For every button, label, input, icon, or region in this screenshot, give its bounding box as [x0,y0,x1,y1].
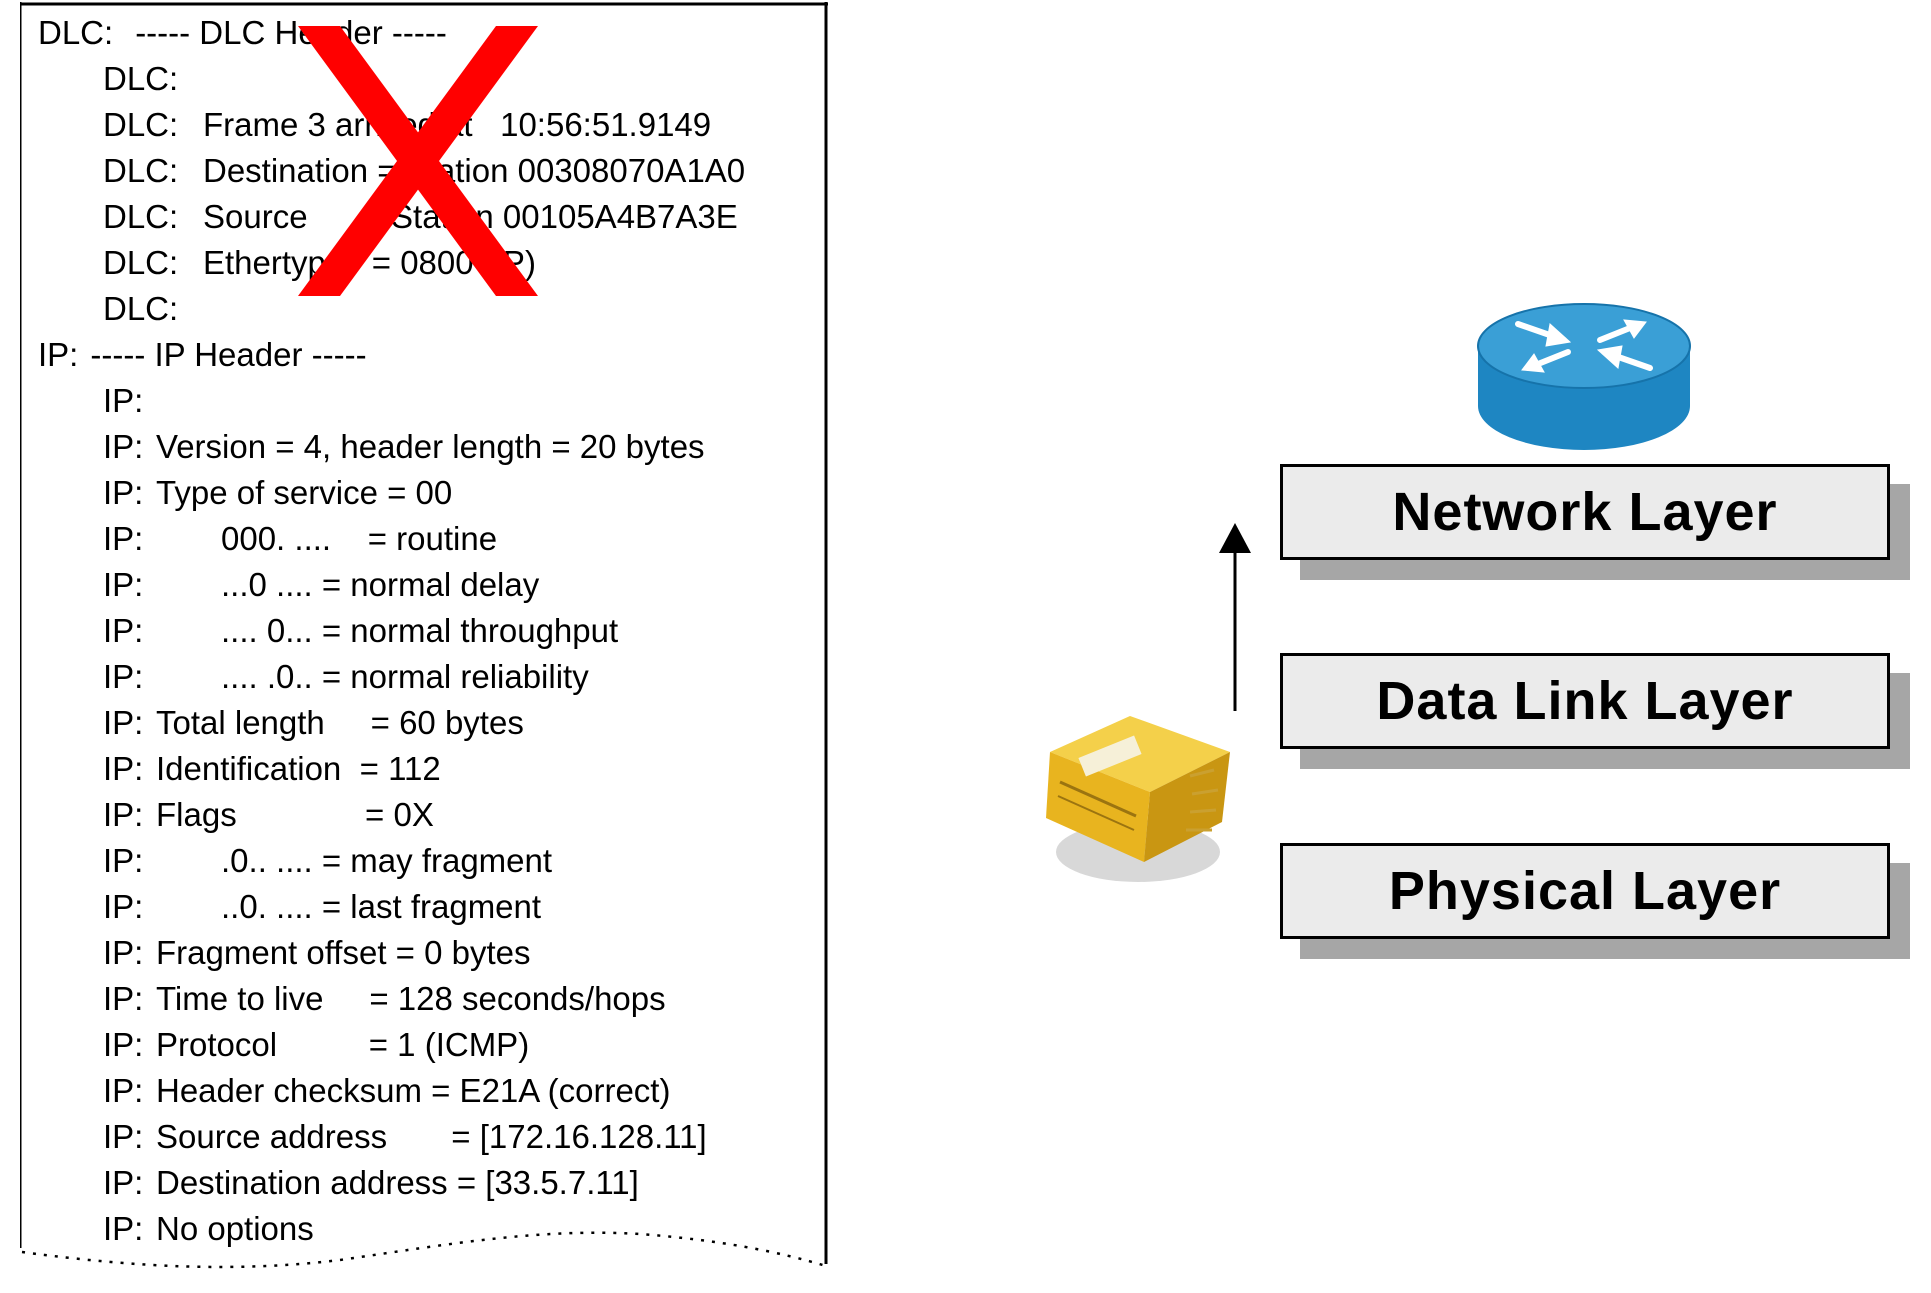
decode-line-tag: IP: [103,658,144,695]
decode-line-text: Source address = [172.16.128.11] [156,1118,707,1155]
decode-line: IP: .0.. .... = may fragment [103,838,745,884]
decode-line-text: 000. .... = routine [221,520,498,557]
decode-line: DLC: [103,56,745,102]
decode-line-tag: IP: [103,1072,144,1109]
decode-line-tag: IP: [103,474,144,511]
decode-line-text: Version = 4, header length = 20 bytes [156,428,705,465]
layer-face: Data Link Layer [1280,653,1890,749]
network-layer-box: Network Layer [1280,464,1910,580]
decode-line-tag: DLC: [103,152,179,189]
decode-line: IP: Fragment offset = 0 bytes [103,930,745,976]
decode-line-tag: IP: [103,750,144,787]
decode-line-tag: IP: [103,934,144,971]
network-layer-label: Network Layer [1392,482,1778,542]
decode-lines: DLC:----- DLC Header -----DLC:DLC:Frame … [20,10,745,1252]
decode-line-text: ..0. .... = last fragment [221,888,542,925]
decode-line: IP: Version = 4, header length = 20 bytes [103,424,745,470]
decode-line-tag: IP: [103,796,144,833]
decode-line-text: Identification = 112 [156,750,441,787]
decode-line-tag: IP: [103,1118,144,1155]
decode-line-tag: IP: [103,566,144,603]
decode-line: IP: ----- IP Header ----- [38,332,680,378]
decode-line-text: Time to live = 128 seconds/hops [156,980,666,1017]
decode-line: IP: .... .0.. = normal reliability [103,654,745,700]
decode-line: IP: Source address = [172.16.128.11] [103,1114,745,1160]
physical-layer-box: Physical Layer [1280,843,1910,959]
decode-line: IP: Identification = 112 [103,746,745,792]
decode-line-text: Flags = 0X [156,796,434,833]
decode-line-tag: IP: [103,1164,144,1201]
up-arrow-icon [1219,523,1251,711]
decode-line-tag: IP: [103,428,144,465]
decode-line-text: No options [156,1210,314,1247]
decode-line-text: Total length = 60 bytes [156,704,524,741]
router-icon [1477,303,1691,450]
decode-line-tag: IP: [103,842,144,879]
decode-line: IP: ...0 .... = normal delay [103,562,745,608]
decode-line-text: Header checksum = E21A (correct) [156,1072,671,1109]
decode-line-tag: DLC: [103,106,179,143]
decode-line-tag: DLC: [103,198,179,235]
crossed-out-x-icon [298,26,538,296]
decode-frame [20,2,828,1269]
decode-line: IP: Time to live = 128 seconds/hops [103,976,745,1022]
decode-line-tag: IP: [103,382,144,419]
decode-line-text: Destination address = [33.5.7.11] [156,1164,639,1201]
decode-line-text: Type of service = 00 [156,474,453,511]
decode-line: IP: 000. .... = routine [103,516,745,562]
decode-line-text: Fragment offset = 0 bytes [156,934,531,971]
decode-line-tag: IP: [103,888,144,925]
decode-line-text: .... 0... = normal throughput [221,612,619,649]
decode-line: IP: .... 0... = normal throughput [103,608,745,654]
decode-line-text: Protocol = 1 (ICMP) [156,1026,530,1063]
decode-line-text: ----- IP Header ----- [90,336,367,373]
decode-line: DLC: [103,286,745,332]
decode-line-tag: IP: [103,1210,144,1247]
data-link-layer-box: Data Link Layer [1280,653,1910,769]
decode-line: IP: No options [103,1206,745,1252]
decode-line: IP: Destination address = [33.5.7.11] [103,1160,745,1206]
decode-line-tag: IP: [103,980,144,1017]
decode-line: IP: [103,378,745,424]
decode-line-tag: DLC: [103,60,179,97]
decode-line-tag: IP: [103,1026,144,1063]
packet-icon [1046,716,1230,882]
physical-layer-label: Physical Layer [1388,861,1782,921]
layer-face: Network Layer [1280,464,1890,560]
decode-line-tag: DLC: [103,290,179,327]
decode-line-tag: DLC: [38,14,114,51]
decode-line-tag: IP: [38,336,79,373]
decode-line-text: .0.. .... = may fragment [221,842,553,879]
decode-line-text: .... .0.. = normal reliability [221,658,589,695]
decode-line: IP: ..0. .... = last fragment [103,884,745,930]
decode-line-tag: IP: [103,704,144,741]
decode-line: IP: Header checksum = E21A (correct) [103,1068,745,1114]
decode-line-text: ...0 .... = normal delay [221,566,540,603]
packet-decode-panel: DLC:----- DLC Header -----DLC:DLC:Frame … [20,2,828,1270]
decode-line-tag: IP: [103,612,144,649]
decode-line-tag: IP: [103,520,144,557]
decode-line: IP: Type of service = 00 [103,470,745,516]
decode-line: IP: Protocol = 1 (ICMP) [103,1022,745,1068]
layer-face: Physical Layer [1280,843,1890,939]
decode-line-tag: DLC: [103,244,179,281]
decode-line: IP: Flags = 0X [103,792,745,838]
decode-line: IP: Total length = 60 bytes [103,700,745,746]
data-link-layer-label: Data Link Layer [1376,671,1794,731]
